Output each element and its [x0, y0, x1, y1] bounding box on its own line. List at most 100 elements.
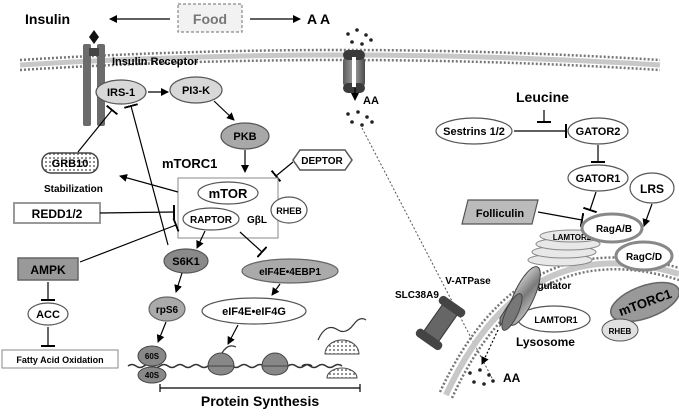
- ribosome-1: [137, 345, 167, 384]
- grb10-inhibits-irs1: [77, 104, 119, 153]
- raptor-node: [182, 207, 240, 231]
- mtor-label: mTOR: [209, 186, 248, 201]
- slc38a9-transporter: [415, 295, 466, 351]
- ribosome-60s-label: 60S: [145, 352, 160, 361]
- ragab-node: [580, 212, 644, 244]
- stabilization-arrow: [119, 174, 179, 193]
- stabilization-label: Stabilization: [44, 184, 103, 195]
- s6k1-label: S6K1: [172, 256, 200, 268]
- mrna-strand-tail: [301, 363, 343, 369]
- aa-diffusion-line: [361, 127, 494, 381]
- eif4g-to-ribosome-arrow: [227, 324, 239, 345]
- food-label: Food: [193, 11, 227, 27]
- ragcd-node: [614, 240, 674, 272]
- folliculin-node: [461, 199, 539, 225]
- rheb-lysosome-label: RHEB: [609, 327, 632, 336]
- lrs-node: [629, 172, 675, 204]
- pi3k-label: PI3-K: [182, 85, 210, 97]
- s6k1-node: [163, 248, 209, 274]
- irs1-label: IRS-1: [107, 87, 135, 99]
- rheb-node: [270, 196, 308, 224]
- pi3k-to-pkb-arrow: [213, 100, 235, 121]
- ribosome-40s-label: 40S: [145, 371, 160, 380]
- raptor-label: RAPTOR: [190, 215, 233, 226]
- redd12-inhibition: [99, 204, 176, 220]
- mtor-node: [197, 181, 259, 205]
- acc-label: ACC: [36, 309, 60, 321]
- v-atpase: [499, 266, 541, 331]
- slc38a9-label: SLC38A9: [395, 290, 439, 301]
- gator1-node: [567, 164, 629, 192]
- aa-bottom-label: AA: [503, 371, 521, 385]
- ragulator-label: Ragulator: [525, 281, 572, 292]
- rps6-to-ribosome-arrow: [156, 321, 167, 343]
- redd12-label: REDD1/2: [32, 207, 83, 221]
- vatpase-label: V-ATPase: [445, 276, 491, 287]
- aa-dots-bottom: [468, 368, 495, 386]
- grb10-label: GRB10: [52, 158, 89, 170]
- s6k1-inhibits-irs1: [123, 103, 169, 246]
- ampk-inhibits-mtorc1: [79, 218, 180, 263]
- fatty-acid-oxidation-label: Fatty Acid Oxidation: [16, 355, 103, 365]
- insulin-label: Insulin: [25, 11, 70, 27]
- ragulator-complex: [527, 229, 605, 267]
- fatty-acid-oxidation-box: [1, 349, 119, 369]
- ampk-node: [17, 257, 79, 281]
- acc-node: [27, 302, 69, 326]
- rps6-label: rpS6: [156, 305, 179, 316]
- deptor-inhibition: [270, 161, 294, 183]
- lrs-to-ragcd-arrow: [642, 203, 653, 227]
- aa-dots-intracellular: [346, 110, 374, 127]
- aa-top-label: A A: [307, 11, 330, 27]
- ribosome-3: [261, 352, 289, 376]
- lysosome-label: Lysosome: [516, 335, 575, 349]
- rheb-label: RHEB: [276, 206, 302, 216]
- folliculin-label: Folliculin: [476, 208, 525, 220]
- lamtor2-label: LAMTOR2: [553, 233, 592, 242]
- gator1-inhibits-raga: [583, 191, 597, 214]
- lamtor1-label: LAMTOR1: [534, 315, 577, 325]
- gbl-label: GβL: [247, 215, 267, 226]
- leucine-label: Leucine: [516, 89, 569, 105]
- grb10-node: [41, 152, 99, 174]
- deptor-node: [292, 149, 353, 171]
- eif4e-4ebp1-node: [241, 258, 339, 284]
- deptor-label: DEPTOR: [301, 156, 343, 167]
- gator2-label: GATOR2: [576, 126, 621, 138]
- ribosome-2: [207, 345, 237, 376]
- ragcd-label: RagC/D: [626, 252, 662, 263]
- rps6-node: [148, 296, 186, 322]
- sestrins-label: Sestrins 1/2: [443, 126, 505, 138]
- insulin-receptor-label: Insulin Receptor: [112, 56, 199, 68]
- nascent-peptide: [317, 318, 367, 341]
- mtorc1-inhibits-4ebp1: [239, 231, 268, 258]
- mtorc1-to-s6k1-arrow: [196, 230, 206, 249]
- gator2-node: [567, 117, 629, 145]
- protein-synthesis-label: Protein Synthesis: [201, 393, 319, 409]
- amino-acid-channel: [343, 50, 365, 93]
- eif4e-eif4g-node: [201, 297, 307, 325]
- insulin-ligand-diamond: [89, 30, 99, 44]
- gator1-label: GATOR1: [576, 173, 621, 185]
- ampk-label: AMPK: [30, 263, 66, 277]
- ragab-label: RagA/B: [596, 224, 632, 235]
- aa-dots-top: [346, 28, 373, 46]
- eif4e-eif4g-label: eIF4E•eIF4G: [222, 306, 286, 318]
- irs1-node: [95, 79, 147, 105]
- aa-channel-label: AA: [363, 95, 379, 107]
- food-box: [177, 3, 243, 33]
- 4ebp1-release-arrow: [271, 283, 281, 296]
- sestrins-node: [435, 117, 513, 145]
- free-ribosome-subunits: [317, 318, 367, 379]
- s6k1-to-rps6-arrow: [174, 272, 183, 293]
- pkb-label: PKB: [233, 131, 256, 143]
- mtorc1-title: mTORC1: [162, 156, 217, 171]
- eif4e-4ebp1-label: eIF4E•4EBP1: [259, 267, 321, 278]
- insulin-receptor: [83, 30, 105, 126]
- lrs-label: LRS: [640, 182, 664, 196]
- pkb-node: [220, 122, 270, 150]
- folliculin-inhibition: [537, 211, 585, 228]
- plasma-membrane: [19, 48, 661, 72]
